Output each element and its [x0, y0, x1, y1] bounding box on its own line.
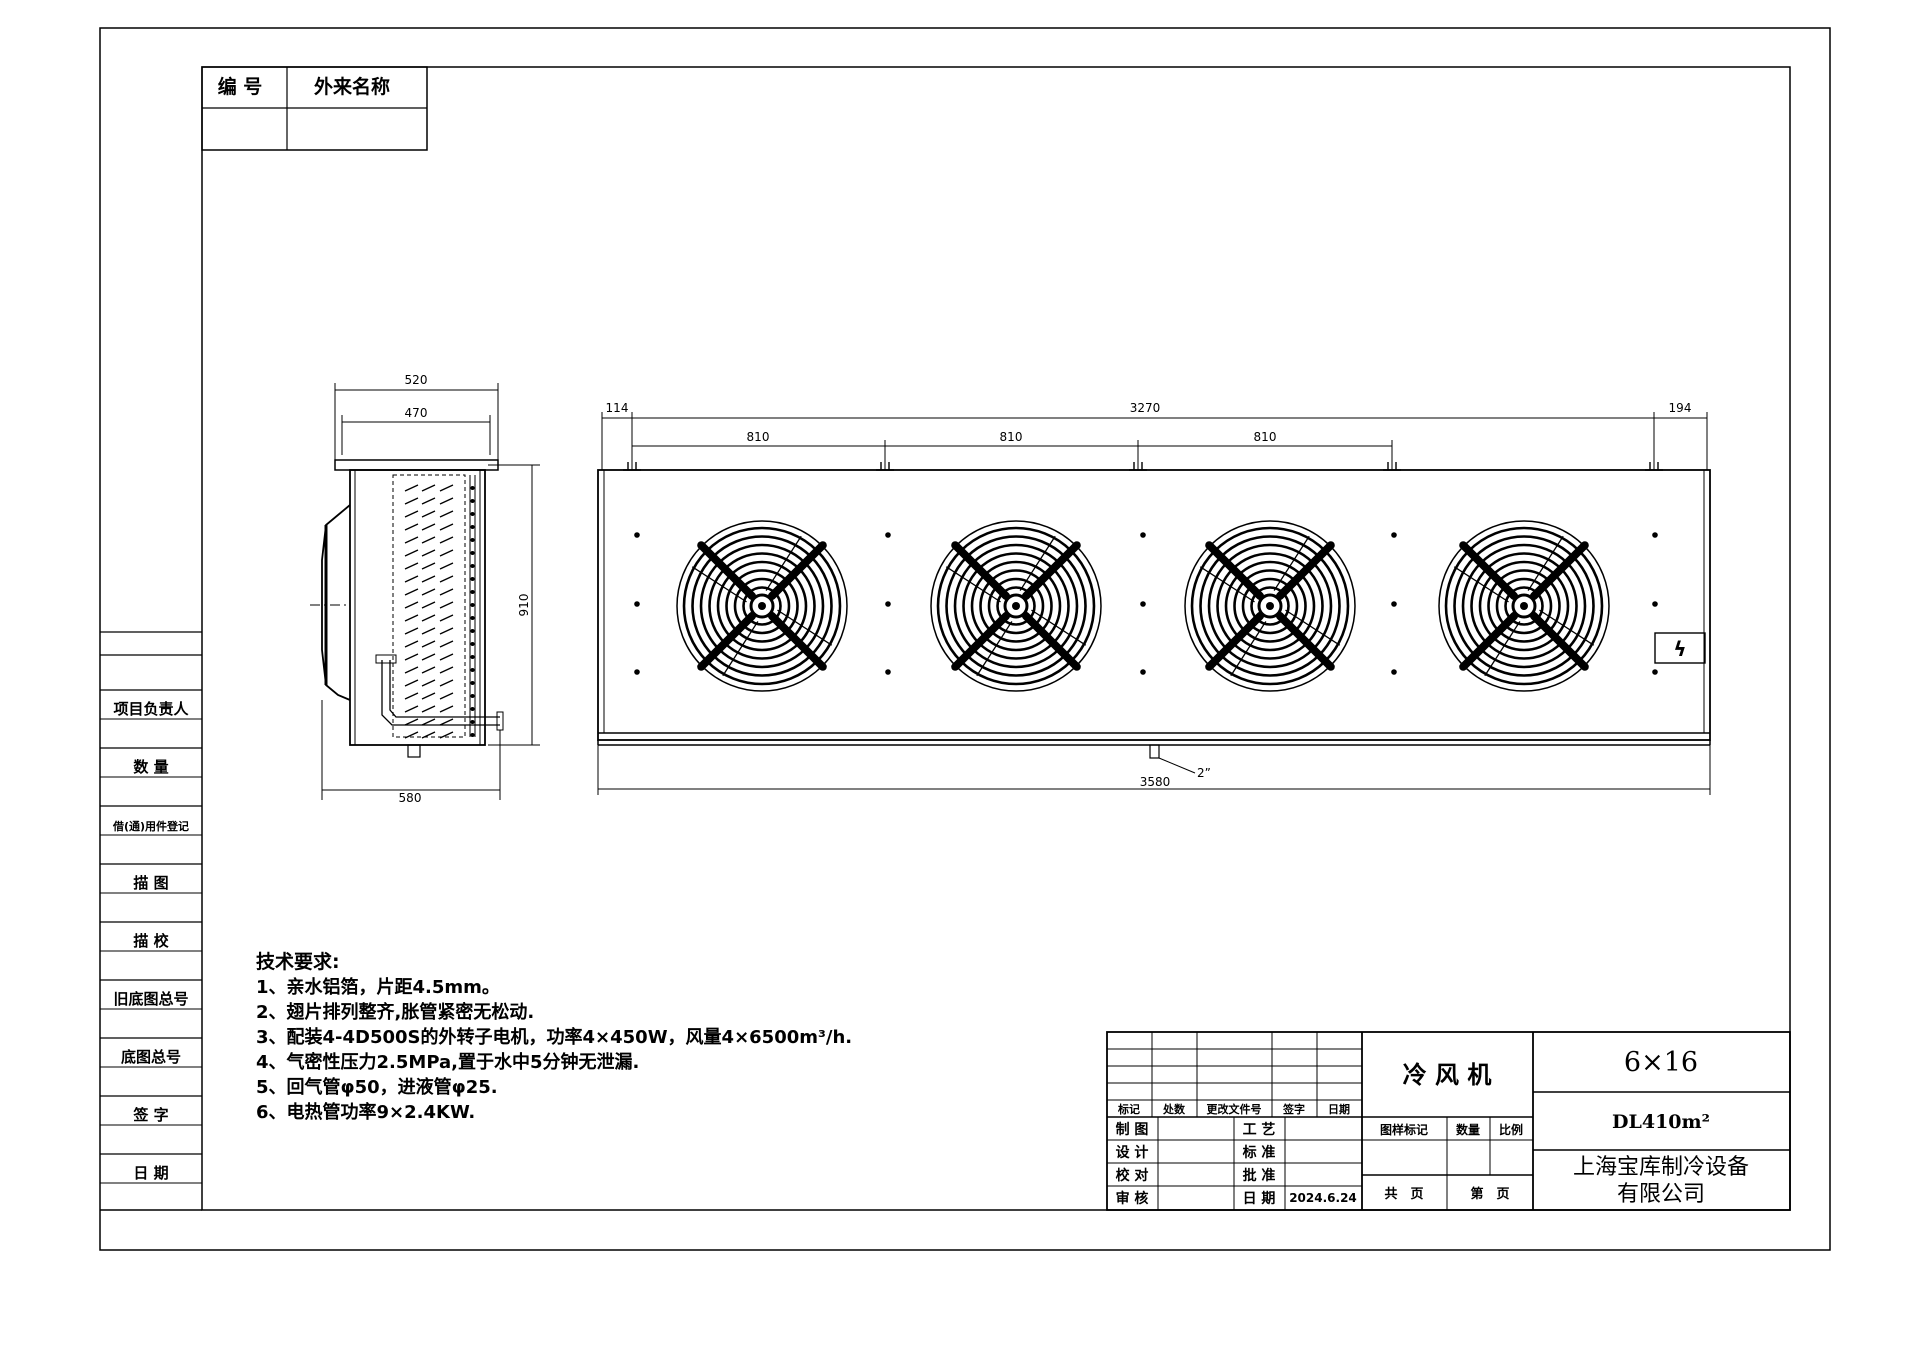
drawing-date: 2024.6.24	[1289, 1191, 1357, 1205]
role-standard: 标 准	[1242, 1144, 1276, 1161]
bolt-dot	[885, 669, 891, 675]
front-dim-114: 114	[606, 401, 629, 415]
tech-line-1: 1、亲水铝箔，片距4.5mm。	[256, 976, 500, 998]
rev-header-date: 日期	[1328, 1102, 1350, 1116]
tech-line-4: 4、气密性压力2.5MPa,置于水中5分钟无泄漏.	[256, 1051, 639, 1073]
left-column-label-2: 数 量	[133, 758, 168, 776]
stage-label: 图样标记	[1380, 1122, 1428, 1137]
role-design: 设 计	[1116, 1144, 1149, 1161]
role-date: 日 期	[1243, 1191, 1276, 1207]
side-dim-520: 520	[405, 373, 428, 387]
bolt-dot	[1140, 601, 1146, 607]
bolt-dot	[1391, 669, 1397, 675]
bolt-dot	[1652, 532, 1658, 538]
role-draw: 制 图	[1116, 1121, 1149, 1138]
front-dim-810-3: 810	[1254, 430, 1277, 444]
tech-line-5: 5、回气管φ50，进液管φ25.	[256, 1076, 498, 1098]
tech-requirements-title: 技术要求:	[256, 950, 340, 973]
outer-frame	[99, 27, 1831, 1251]
fan-guard-4	[1438, 520, 1610, 692]
left-column-label-5: 描 校	[133, 932, 169, 950]
rev-header-sign: 签字	[1282, 1102, 1305, 1116]
front-dim-810-2: 810	[1000, 430, 1023, 444]
bolt-dot	[1652, 601, 1658, 607]
corner-table-name-header: 外来名称	[314, 75, 390, 98]
tech-requirements: 技术要求: 1、亲水铝箔，片距4.5mm。 2、翅片排列整齐,胀管紧密无松动. …	[256, 950, 852, 1123]
spec-text: 6×16	[1624, 1047, 1698, 1078]
electric-symbol-icon: ϟ	[1673, 637, 1686, 661]
inner-frame	[201, 66, 1791, 1211]
company-name-line1: 上海宝库制冷设备	[1573, 1155, 1749, 1180]
corner-table-number-header: 编 号	[218, 75, 263, 98]
page-number-label: 第 页	[1470, 1186, 1509, 1202]
left-column-label-8: 签 字	[132, 1106, 168, 1124]
company-name-line2: 有限公司	[1617, 1182, 1705, 1207]
left-column-label-6: 旧底图总号	[113, 990, 188, 1008]
fan-guard-1	[676, 520, 848, 692]
left-column-label-1: 项目负责人	[113, 700, 189, 718]
total-pages-label: 共 页	[1384, 1186, 1423, 1202]
role-review: 审 核	[1116, 1190, 1149, 1207]
scale-label: 比例	[1499, 1122, 1523, 1137]
bolt-dot	[634, 601, 640, 607]
bolt-dot	[1140, 532, 1146, 538]
tech-line-2: 2、翅片排列整齐,胀管紧密无松动.	[256, 1001, 534, 1023]
rev-header-mark: 标记	[1117, 1102, 1140, 1116]
bolt-dot	[1391, 532, 1397, 538]
front-dim-194: 194	[1669, 401, 1692, 415]
role-approve: 批 准	[1243, 1167, 1276, 1184]
role-check: 校 对	[1116, 1167, 1149, 1184]
side-view: 520 470 910 580	[310, 373, 540, 805]
tech-line-3: 3、配装4-4D500S的外转子电机，功率4×450W，风量4×6500m³/h…	[256, 1026, 852, 1048]
tech-line-6: 6、电热管功率9×2.4KW.	[256, 1101, 475, 1123]
left-column-label-4: 描 图	[133, 874, 168, 892]
title-block: 标记 处数 更改文件号 签字 日期 制 图 设 计 校 对 审 核 工 艺 标 …	[1106, 1031, 1791, 1211]
front-dim-3580: 3580	[1140, 775, 1171, 789]
product-name: 冷 风 机	[1403, 1061, 1492, 1089]
side-dim-910: 910	[517, 594, 531, 617]
side-dim-470: 470	[405, 406, 428, 420]
bolt-dot	[634, 532, 640, 538]
front-view: 114 3270 194 810 810 810 ϟ 2”	[597, 401, 1711, 795]
fan-guard-3	[1184, 520, 1356, 692]
side-dim-580: 580	[399, 791, 422, 805]
left-column-label-3: 借(通)用件登记	[112, 819, 189, 833]
left-column-label-7: 底图总号	[121, 1048, 181, 1066]
qty-label: 数量	[1456, 1122, 1480, 1137]
fan-guard-2	[930, 520, 1102, 692]
corner-table: 编 号 外来名称	[201, 66, 428, 151]
rev-header-count: 处数	[1162, 1102, 1186, 1116]
left-column-label-9: 日 期	[133, 1164, 168, 1182]
bolt-dot	[634, 669, 640, 675]
electric-junction-box	[1654, 632, 1706, 664]
bolt-dot	[885, 601, 891, 607]
bolt-dot	[1391, 601, 1397, 607]
bolt-dot	[885, 532, 891, 538]
front-dim-3270: 3270	[1130, 401, 1161, 415]
role-process: 工 艺	[1243, 1121, 1276, 1138]
bolt-dot	[1652, 669, 1658, 675]
bolt-dot	[1140, 669, 1146, 675]
drain-label: 2”	[1197, 766, 1211, 780]
drain-outlet	[1149, 744, 1160, 759]
rev-header-file: 更改文件号	[1207, 1102, 1262, 1116]
model-text: DL410m²	[1612, 1111, 1710, 1133]
front-dim-810-1: 810	[747, 430, 770, 444]
